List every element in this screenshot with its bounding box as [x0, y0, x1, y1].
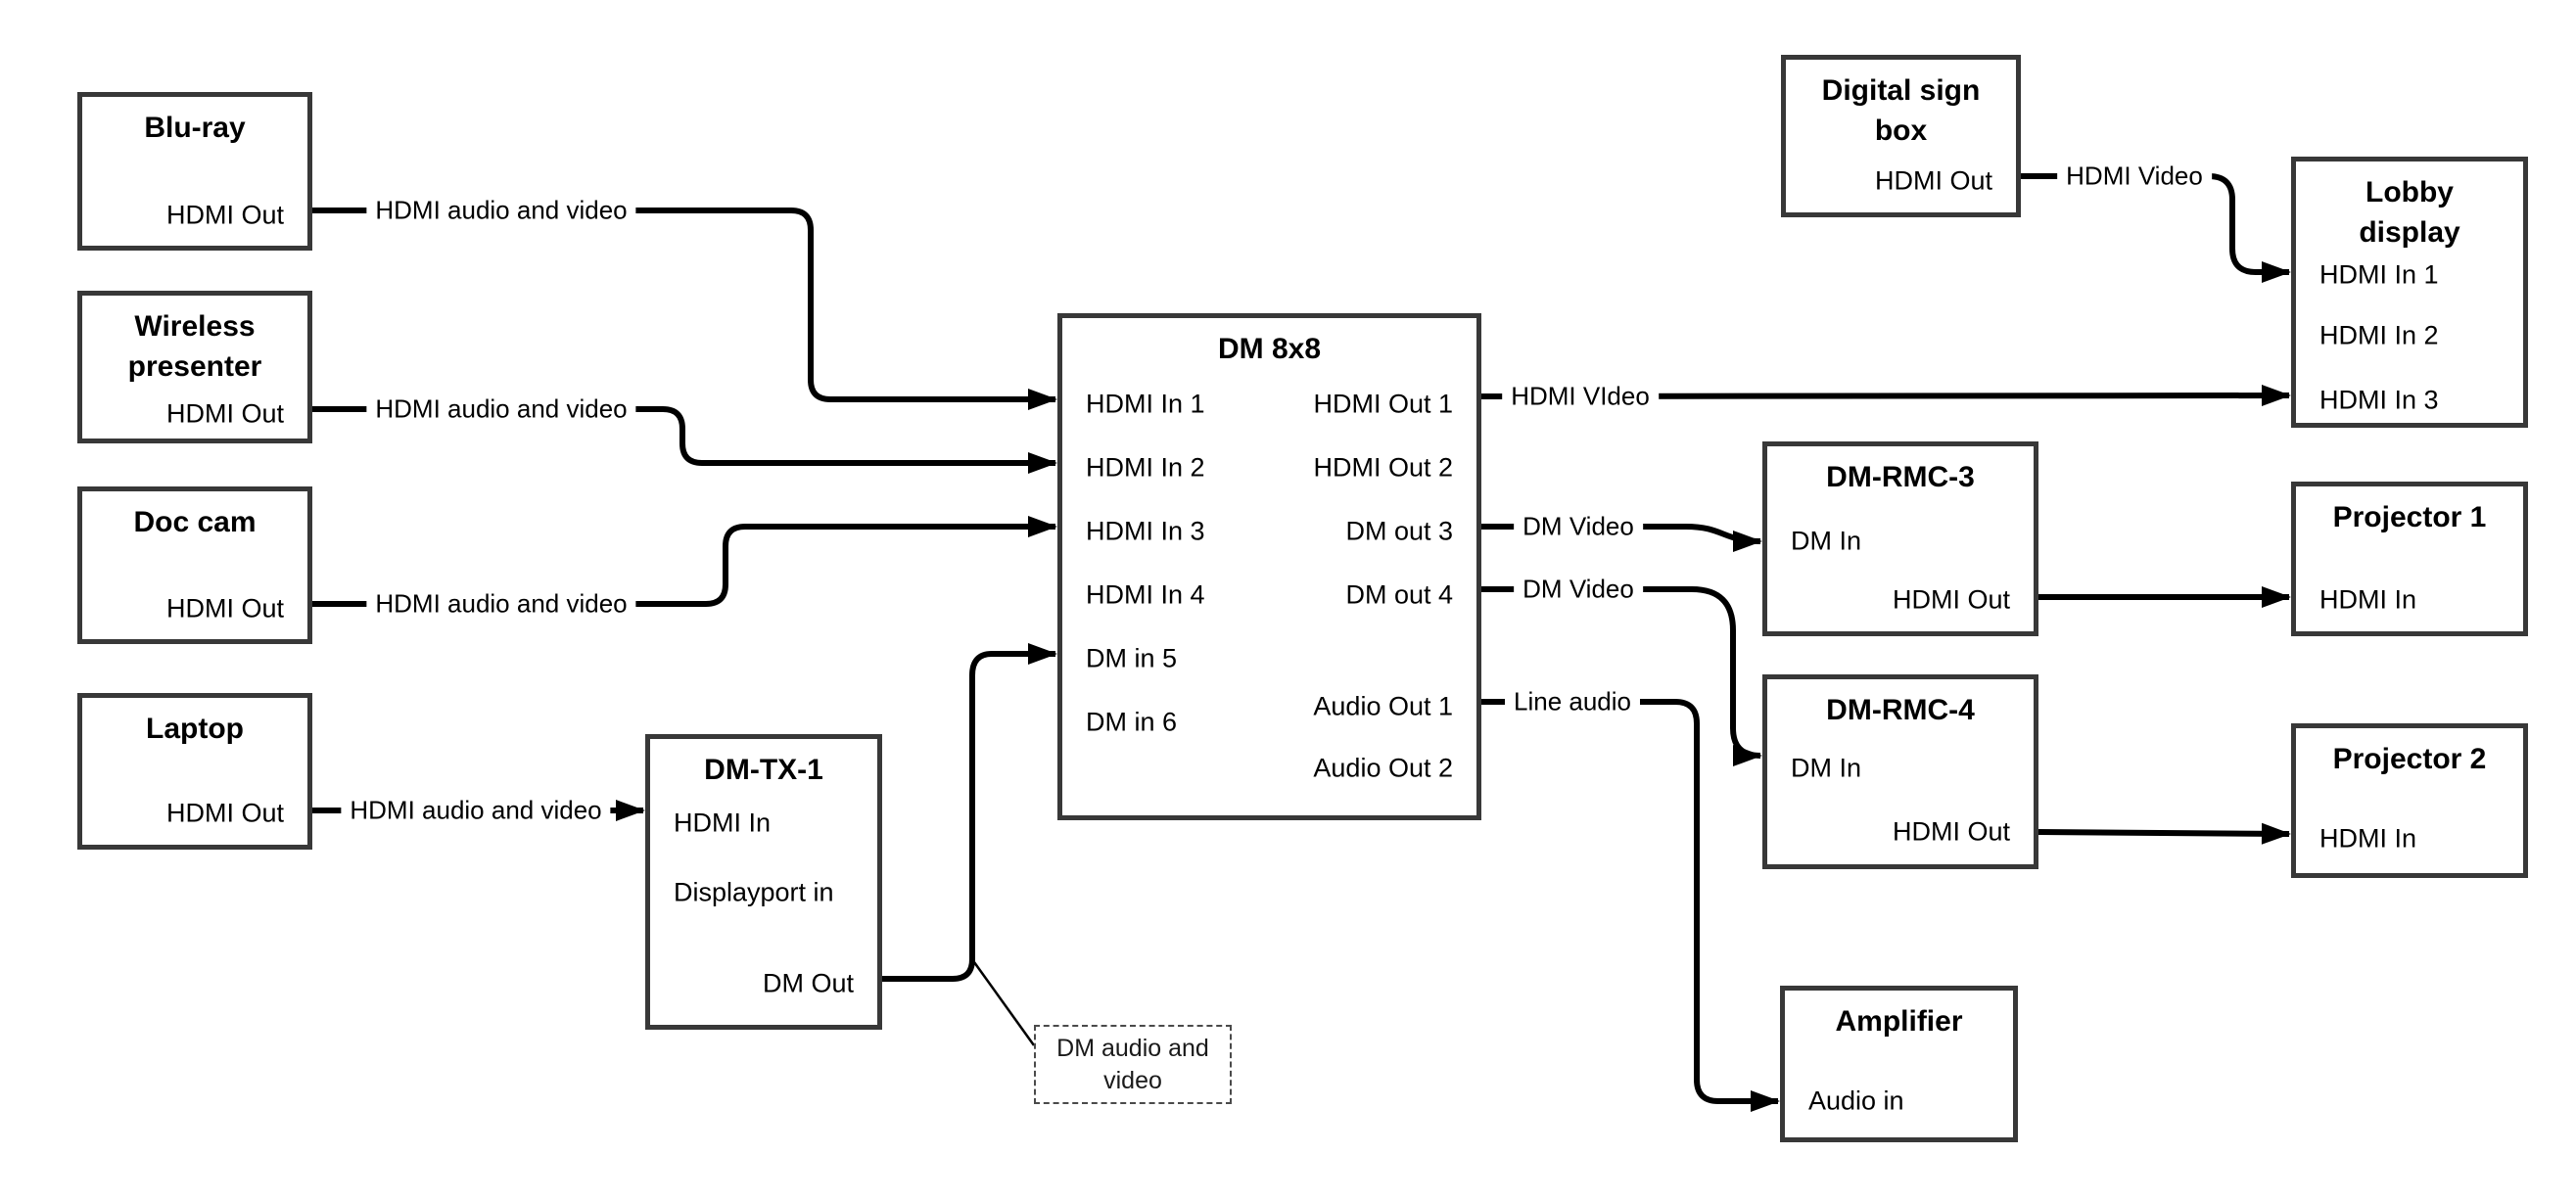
port-lobby-hdmi-in-3: HDMI In 3	[2319, 385, 2439, 415]
edge-dmrmc4-hdmi-out-to-proj2-hdmi-in	[2037, 822, 2291, 845]
node-laptop: Laptop HDMI Out	[77, 693, 312, 850]
edge-label-dm8x8-dmrmc3: DM Video	[1514, 509, 1643, 544]
port-dm8x8-hdmi-in-2: HDMI In 2	[1086, 452, 1205, 483]
node-lobby-display-title: Lobby display	[2359, 176, 2460, 249]
port-dmrmc3-dm-in: DM In	[1791, 526, 1862, 556]
node-amplifier: Amplifier Audio in	[1780, 986, 2018, 1142]
edge-bluray-to-dm8x8-hdmi-in-1	[312, 208, 1057, 410]
edge-label-digitalsign-lobby: HDMI Video	[2057, 159, 2212, 194]
node-projector-1-title: Projector 1	[2332, 501, 2487, 533]
port-digitalsign-hdmi-out: HDMI Out	[1874, 165, 1992, 196]
port-doccam-hdmi-out: HDMI Out	[165, 593, 284, 624]
node-doc-cam: Doc cam HDMI Out	[77, 486, 312, 644]
port-proj1-hdmi-in: HDMI In	[2319, 584, 2417, 615]
port-dm8x8-dm-in-5: DM in 5	[1086, 643, 1178, 673]
node-amplifier-title: Amplifier	[1835, 1005, 1963, 1038]
port-dm8x8-hdmi-in-3: HDMI In 3	[1086, 516, 1205, 546]
port-bluray-hdmi-out: HDMI Out	[165, 200, 284, 230]
edge-label-dm8x8-dmrmc4: DM Video	[1514, 572, 1643, 607]
node-dm-rmc-3: DM-RMC-3 DM In HDMI Out	[1762, 441, 2038, 636]
node-digital-sign-box: Digital sign box HDMI Out	[1781, 55, 2021, 217]
edge-label-wireless-dm8x8: HDMI audio and video	[366, 392, 636, 427]
node-dm-rmc-4: DM-RMC-4 DM In HDMI Out	[1762, 674, 2038, 869]
node-projector-1: Projector 1 HDMI In	[2291, 482, 2528, 636]
node-doc-cam-title: Doc cam	[133, 506, 257, 538]
node-dm-tx-1-title: DM-TX-1	[704, 754, 823, 786]
port-dm8x8-audio-out-1: Audio Out 1	[1313, 691, 1453, 721]
port-dm8x8-hdmi-in-4: HDMI In 4	[1086, 579, 1205, 610]
node-projector-2: Projector 2 HDMI In	[2291, 723, 2528, 878]
port-dm8x8-dm-out-4: DM out 4	[1345, 579, 1453, 610]
port-dmrmc4-hdmi-out: HDMI Out	[1892, 816, 2010, 847]
edge-dm8x8-dm-out-3-to-dmrmc3-dm-in	[1481, 524, 1762, 552]
node-lobby-display: Lobby display HDMI In 1 HDMI In 2 HDMI I…	[2291, 157, 2528, 428]
port-dmtx1-displayport-in: Displayport in	[674, 877, 834, 907]
node-wireless-presenter-title: Wireless presenter	[127, 310, 262, 383]
node-dm-rmc-3-title: DM-RMC-3	[1826, 461, 1975, 493]
node-bluray: Blu-ray HDMI Out	[77, 92, 312, 251]
port-lobby-hdmi-in-1: HDMI In 1	[2319, 259, 2439, 290]
node-bluray-title: Blu-ray	[144, 112, 246, 144]
note-dm-audio-and-video: DM audio and video	[1034, 1025, 1232, 1104]
port-laptop-hdmi-out: HDMI Out	[165, 798, 284, 828]
port-dmrmc4-dm-in: DM In	[1791, 753, 1862, 783]
edge-label-dm8x8-lobby: HDMI VIdeo	[1502, 379, 1659, 414]
edge-dm8x8-dm-out-4-to-dmrmc4-dm-in	[1481, 586, 1762, 766]
node-dm-8x8: DM 8x8 HDMI In 1 HDMI In 2 HDMI In 3 HDM…	[1057, 313, 1481, 820]
edge-digitalsign-to-lobby-hdmi-in-1	[2021, 173, 2291, 283]
note-text: DM audio and video	[1056, 1035, 1209, 1094]
node-wireless-presenter: Wireless presenter HDMI Out	[77, 291, 312, 443]
node-dm-8x8-title: DM 8x8	[1217, 333, 1322, 365]
edge-dmtx1-dm-out-to-dm8x8-dm-in-5	[882, 643, 1057, 982]
port-dmrmc3-hdmi-out: HDMI Out	[1892, 584, 2010, 615]
edge-wireless-to-dm8x8-hdmi-in-2	[312, 406, 1057, 474]
edge-label-bluray-dm8x8: HDMI audio and video	[366, 193, 636, 228]
port-dm8x8-hdmi-out-1: HDMI Out 1	[1313, 389, 1453, 419]
port-dmtx1-dm-out: DM Out	[762, 968, 854, 998]
edge-label-dm8x8-amplifier: Line audio	[1505, 684, 1640, 719]
note-leader-line	[972, 961, 1036, 1046]
port-dmtx1-hdmi-in: HDMI In	[674, 808, 772, 838]
node-projector-2-title: Projector 2	[2332, 743, 2487, 775]
node-digital-sign-box-title: Digital sign box	[1821, 74, 1981, 147]
edge-doccam-to-dm8x8-hdmi-in-3	[312, 516, 1057, 607]
port-amplifier-audio-in: Audio in	[1808, 1086, 1904, 1116]
node-dm-tx-1: DM-TX-1 HDMI In Displayport in DM Out	[645, 734, 882, 1030]
node-dm-rmc-4-title: DM-RMC-4	[1826, 694, 1975, 726]
edge-dm8x8-audio-out-1-to-amplifier-audio-in	[1481, 699, 1780, 1112]
port-dm8x8-dm-in-6: DM in 6	[1086, 707, 1178, 737]
port-proj2-hdmi-in: HDMI In	[2319, 823, 2417, 854]
edge-label-laptop-dmtx1: HDMI audio and video	[341, 793, 611, 828]
port-dm8x8-audio-out-2: Audio Out 2	[1313, 753, 1453, 783]
node-laptop-title: Laptop	[146, 713, 244, 745]
port-wireless-hdmi-out: HDMI Out	[165, 398, 284, 429]
port-dm8x8-hdmi-in-1: HDMI In 1	[1086, 389, 1205, 419]
edge-label-doccam-dm8x8: HDMI audio and video	[366, 586, 636, 622]
port-dm8x8-hdmi-out-2: HDMI Out 2	[1313, 452, 1453, 483]
port-lobby-hdmi-in-2: HDMI In 2	[2319, 320, 2439, 350]
port-dm8x8-dm-out-3: DM out 3	[1345, 516, 1453, 546]
